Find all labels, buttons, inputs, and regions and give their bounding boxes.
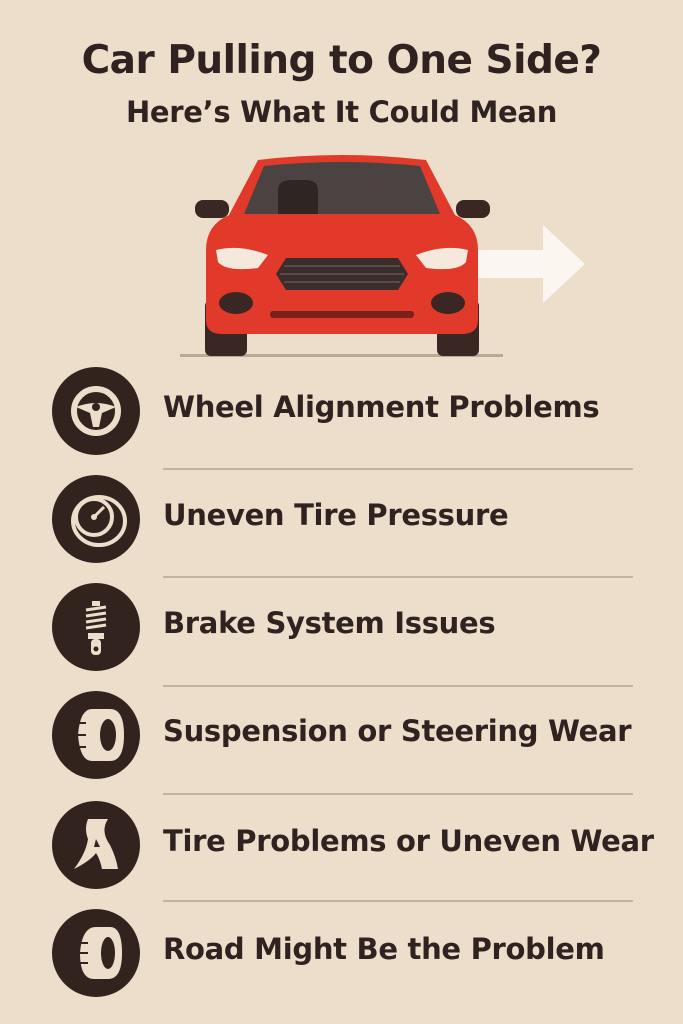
divider — [163, 685, 633, 687]
divider — [163, 576, 633, 578]
icon-circle — [52, 691, 140, 779]
cause-label: Tire Problems or Uneven Wear — [163, 824, 654, 858]
icon-circle — [52, 909, 140, 997]
tire-icon — [80, 927, 122, 979]
shock-absorber-icon — [85, 601, 107, 655]
car-front-icon — [195, 155, 490, 356]
icon-circle — [52, 475, 140, 563]
cause-label: Wheel Alignment Problems — [163, 390, 600, 424]
cause-label: Suspension or Steering Wear — [163, 714, 632, 748]
icon-circle — [52, 583, 140, 671]
icon-circle — [52, 367, 140, 455]
arrow-right-icon — [478, 225, 585, 303]
pressure-gauge-icon — [71, 495, 127, 547]
cause-label: Road Might Be the Problem — [163, 932, 605, 966]
cause-item: Uneven Tire Pressure — [52, 475, 652, 565]
steering-wheel-icon — [71, 386, 121, 436]
cause-label: Brake System Issues — [163, 606, 496, 640]
cause-item: Road Might Be the Problem — [52, 909, 652, 999]
cause-label: Uneven Tire Pressure — [163, 498, 509, 532]
cause-item: Suspension or Steering Wear — [52, 691, 652, 781]
cause-item: Wheel Alignment Problems — [52, 367, 652, 457]
cause-item: Tire Problems or Uneven Wear — [52, 801, 654, 891]
road-icon — [74, 819, 118, 869]
divider — [163, 900, 633, 902]
page-subtitle: Here’s What It Could Mean — [125, 95, 558, 129]
divider — [163, 793, 633, 795]
page-title: Car Pulling to One Side? — [81, 38, 602, 83]
hero-illustration — [180, 155, 585, 357]
icon-circle — [52, 801, 140, 889]
cause-item: Brake System Issues — [52, 583, 652, 673]
tire-icon — [78, 709, 124, 761]
ground-line — [180, 354, 503, 357]
divider — [163, 468, 633, 470]
